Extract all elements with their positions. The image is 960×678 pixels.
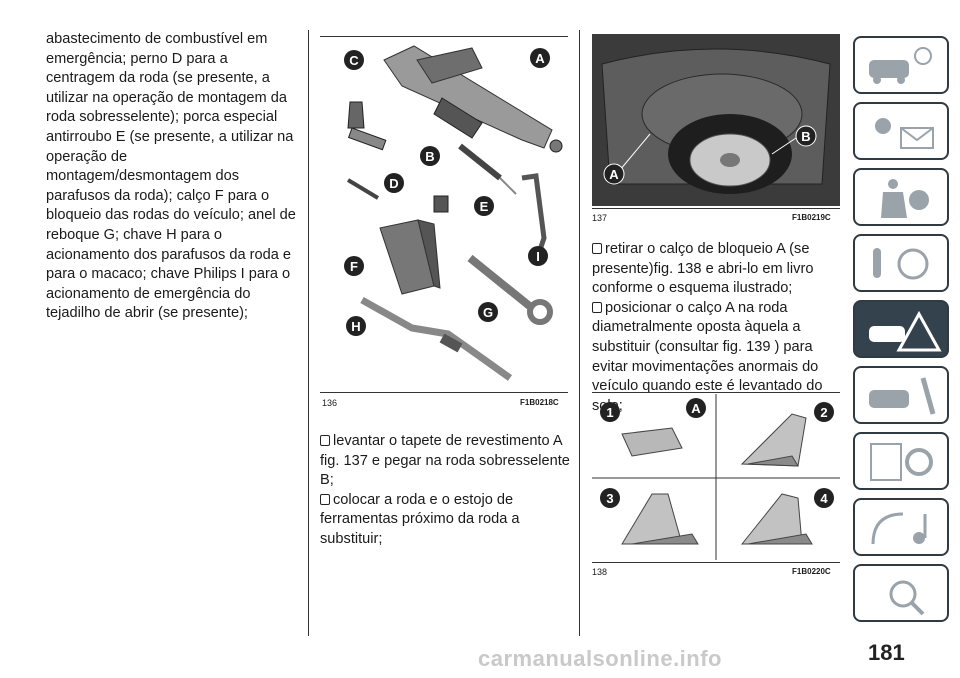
- svg-text:A: A: [609, 167, 619, 182]
- svg-text:C: C: [349, 53, 359, 68]
- index-icon: [889, 580, 925, 616]
- maintenance-icon: [869, 377, 936, 415]
- bullet-text: levantar o tapete de revestimento A fig.…: [320, 433, 570, 489]
- fig138-chock-steps: 1 A 2 3 4: [592, 394, 840, 560]
- fig138-number: 138: [592, 567, 608, 577]
- fig136-callout-d: D: [384, 173, 404, 193]
- svg-text:F: F: [350, 259, 358, 274]
- checkbox-bullet-icon: [320, 435, 330, 446]
- fig136-callout-h: H: [346, 316, 366, 336]
- fig138-top-rule: [592, 392, 840, 393]
- bullet-text: posicionar o calço A na roda diametralme…: [592, 299, 823, 414]
- multimedia-icon: [871, 512, 927, 545]
- svg-text:1: 1: [606, 405, 613, 420]
- warning-lights-icon: [875, 118, 934, 149]
- svg-text:2: 2: [820, 405, 827, 420]
- fig136-top-rule: [320, 36, 568, 37]
- column-2-text: levantar o tapete de revestimento A fig.…: [320, 432, 570, 550]
- bullet-text: retirar o calço de bloqueio A (se presen…: [592, 241, 814, 297]
- car-info-icon: [869, 47, 932, 84]
- fig137-callout-b: B: [795, 125, 817, 147]
- svg-text:D: D: [389, 176, 398, 191]
- tab-index[interactable]: [853, 564, 949, 622]
- fig137-number: 137: [592, 213, 608, 223]
- fig138-bottom-rule: [592, 562, 840, 563]
- fig138-step-1: 1: [600, 402, 620, 422]
- fig136-callout-f: F: [344, 256, 364, 276]
- column-1-text: abastecimento de combustível em emergênc…: [46, 31, 296, 322]
- technical-data-icon: [870, 443, 933, 481]
- fig137-code: F1B0219C: [792, 213, 831, 222]
- bullet-item: levantar o tapete de revestimento A fig.…: [320, 432, 570, 491]
- svg-text:A: A: [691, 401, 701, 416]
- checkbox-bullet-icon: [592, 243, 602, 254]
- tab-emergency[interactable]: [853, 300, 949, 358]
- svg-text:G: G: [483, 305, 493, 320]
- watermark: carmanualsonline.info: [478, 646, 722, 671]
- fig136-code: F1B0218C: [520, 398, 559, 407]
- svg-text:B: B: [425, 149, 434, 164]
- fig137-bottom-rule: [592, 208, 840, 209]
- svg-text:3: 3: [606, 491, 613, 506]
- fig138-callout-a: A: [686, 398, 706, 418]
- bullet-text: colocar a roda e o estojo de ferramentas…: [320, 491, 520, 547]
- emergency-icon: [869, 310, 942, 352]
- svg-text:B: B: [801, 129, 810, 144]
- tab-safety[interactable]: [853, 168, 949, 226]
- tab-car-info[interactable]: [853, 36, 949, 94]
- fig136-tools-illustration: C A B D E I F G H: [322, 38, 568, 386]
- fig136-callout-e: E: [474, 196, 494, 216]
- fig138-code: F1B0220C: [792, 567, 831, 576]
- fig136-callout-c: C: [344, 50, 364, 70]
- tab-maintenance[interactable]: [853, 366, 949, 424]
- column-divider-1: [308, 30, 309, 636]
- svg-text:E: E: [480, 199, 489, 214]
- bullet-item: posicionar o calço A na roda diametralme…: [592, 299, 842, 417]
- starting-driving-icon: [873, 248, 929, 280]
- svg-text:4: 4: [820, 491, 828, 506]
- checkbox-bullet-icon: [592, 301, 602, 313]
- tab-technical-data[interactable]: [853, 432, 949, 490]
- svg-text:I: I: [536, 249, 540, 264]
- fig137-callout-a: A: [603, 163, 625, 185]
- fig138-step-2: 2: [814, 402, 834, 422]
- fig137-trunk-photo: A B: [592, 34, 840, 206]
- svg-text:A: A: [535, 51, 545, 66]
- fig136-number: 136: [322, 398, 338, 408]
- fig136-callout-i: I: [528, 246, 548, 266]
- column-divider-2: [579, 30, 580, 636]
- fig138-step-3: 3: [600, 488, 620, 508]
- tab-warning-lights[interactable]: [853, 102, 949, 160]
- bullet-item: retirar o calço de bloqueio A (se presen…: [592, 240, 842, 299]
- fig136-bottom-rule: [320, 392, 568, 393]
- svg-text:H: H: [351, 319, 360, 334]
- tab-multimedia[interactable]: [853, 498, 949, 556]
- fig138-step-4: 4: [814, 488, 834, 508]
- bullet-item: colocar a roda e o estojo de ferramentas…: [320, 491, 570, 550]
- fig136-callout-b: B: [420, 146, 440, 166]
- fig136-callout-a: A: [530, 48, 550, 68]
- checkbox-bullet-icon: [320, 493, 330, 505]
- tab-starting-driving[interactable]: [853, 234, 949, 292]
- fig136-callout-g: G: [478, 302, 498, 322]
- column-3-text: retirar o calço de bloqueio A (se presen…: [592, 240, 842, 416]
- safety-airbag-icon: [881, 179, 929, 218]
- page-number: 181: [868, 640, 905, 665]
